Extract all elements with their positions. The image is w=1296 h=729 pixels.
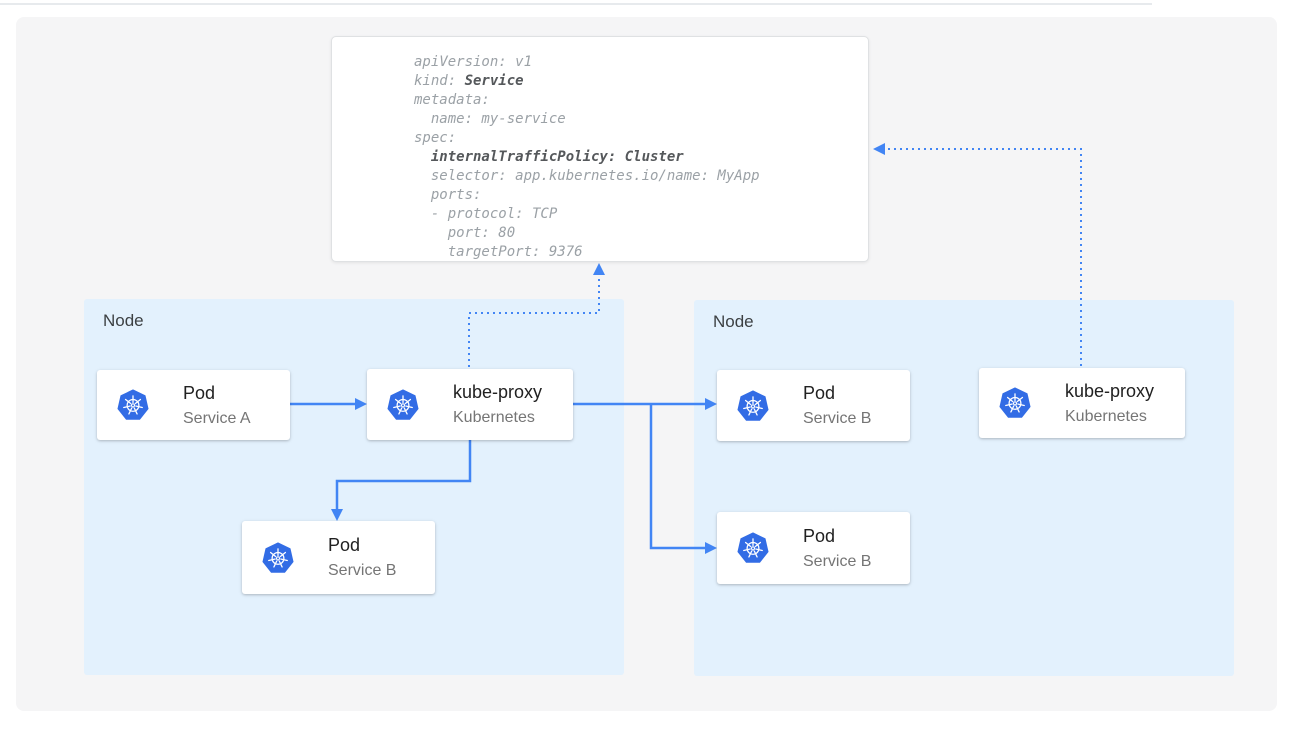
kubernetes-logo-icon <box>996 384 1034 422</box>
card-subtitle: Service A <box>183 409 251 427</box>
node-right-label: Node <box>713 312 754 331</box>
card-subtitle: Service B <box>328 562 397 579</box>
card-subtitle: Service B <box>803 552 872 570</box>
kubernetes-logo-icon <box>384 386 422 424</box>
card-pod-service-a: Pod Service A <box>97 370 290 440</box>
card-title: kube-proxy <box>453 382 543 402</box>
card-title: Pod <box>328 535 361 555</box>
kubernetes-logo-icon <box>734 529 772 567</box>
node-left-label: Node <box>103 311 144 330</box>
node-right: Node <box>694 300 1234 676</box>
card-title: Pod <box>183 382 216 403</box>
card-title: Pod <box>803 525 836 546</box>
card-pod-service-b-left: Pod Service B <box>242 521 435 594</box>
card-pod-service-b-right-top: Pod Service B <box>717 370 910 441</box>
kubernetes-logo-icon <box>114 386 152 424</box>
card-subtitle: Kubernetes <box>453 409 535 426</box>
kubernetes-logo-icon <box>734 387 772 425</box>
card-kube-proxy-left: kube-proxy Kubernetes <box>367 369 573 440</box>
card-subtitle: Kubernetes <box>1065 407 1147 425</box>
kubernetes-logo-icon <box>259 539 297 577</box>
top-divider <box>0 3 1152 5</box>
card-title: Pod <box>803 383 836 403</box>
card-pod-service-b-right-bottom: Pod Service B <box>717 512 910 584</box>
card-kube-proxy-right: kube-proxy Kubernetes <box>979 368 1185 438</box>
card-subtitle: Service B <box>803 410 872 427</box>
card-title: kube-proxy <box>1065 380 1155 401</box>
node-left: Node <box>84 299 624 675</box>
